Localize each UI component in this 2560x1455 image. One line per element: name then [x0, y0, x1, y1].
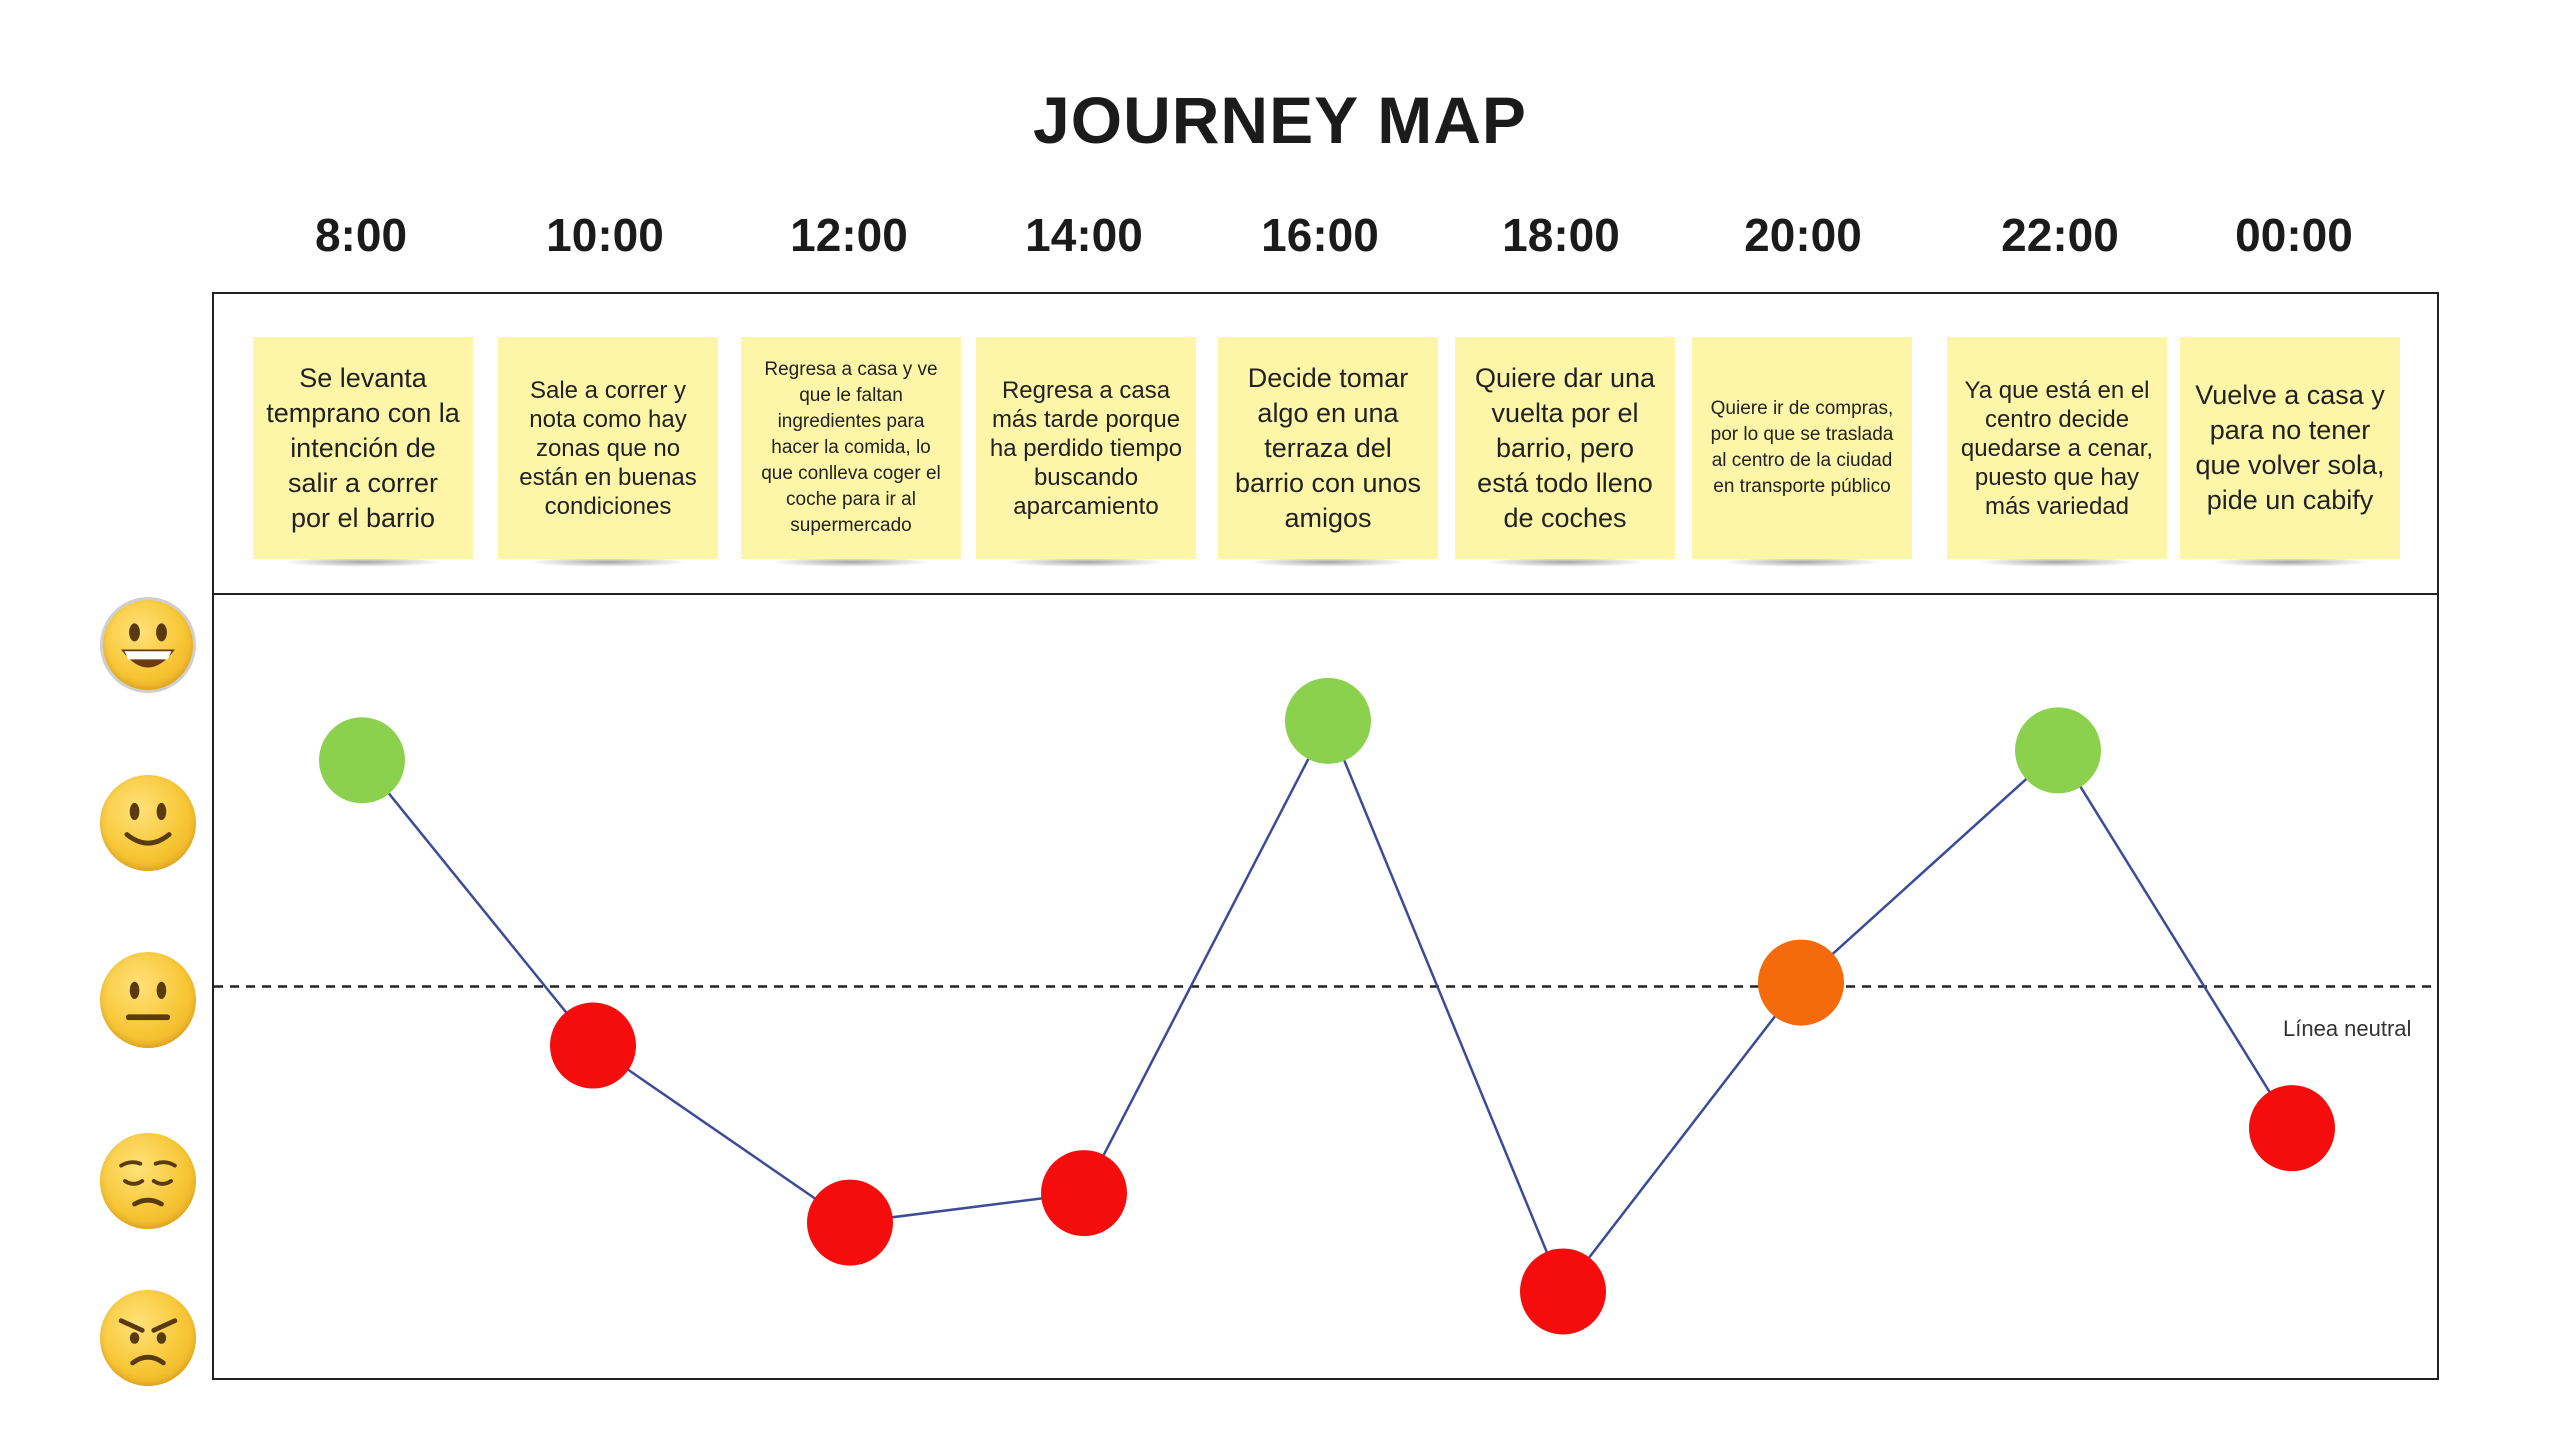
time-label-0000: 00:00	[2235, 209, 2353, 261]
angry-face-icon	[100, 1290, 196, 1386]
time-label-2000: 20:00	[1744, 209, 1862, 261]
very-happy-face-icon	[100, 597, 196, 693]
neutral-line-label: Línea neutral	[2283, 1016, 2412, 1041]
sticky-note-1000: Sale a correr y nota como hay zonas que …	[498, 337, 718, 567]
mood-line	[361, 720, 2294, 1293]
time-label-1000: 10:00	[546, 209, 664, 261]
mood-point-1800	[1520, 1248, 1606, 1335]
time-label-1200: 12:00	[790, 209, 908, 261]
mood-point-1600	[1285, 677, 1371, 764]
mood-point-1000	[550, 1002, 636, 1089]
mood-point-1400	[1041, 1150, 1127, 1237]
mood-line-segment	[1082, 720, 1330, 1194]
time-label-0800: 8:00	[314, 209, 408, 261]
mood-points	[319, 677, 2335, 1335]
pensive-face-icon	[100, 1133, 196, 1229]
time-label-1800: 18:00	[1502, 209, 1620, 261]
mood-point-2200	[2015, 707, 2101, 794]
time-label-2200: 22:00	[2001, 209, 2119, 261]
mood-line-segment	[361, 759, 594, 1047]
sticky-note-0000: Vuelve a casa y para no tener que volver…	[2180, 337, 2400, 567]
mood-point-1200	[807, 1179, 893, 1266]
page-title: JOURNEY MAP	[1033, 83, 1527, 157]
mood-line-segment	[1562, 981, 1802, 1293]
sticky-note-0800: Se levanta temprano con la intención de …	[253, 337, 473, 567]
time-label-1600: 16:00	[1261, 209, 1379, 261]
neutral-face-icon	[100, 952, 196, 1048]
mood-point-2000	[1758, 939, 1844, 1026]
sticky-note-1200: Regresa a casa y ve que le faltan ingred…	[741, 337, 961, 567]
notes-divider	[212, 593, 2439, 595]
sticky-note-2000: Quiere ir de compras, por lo que se tras…	[1692, 337, 1912, 567]
sticky-note-1600: Decide tomar algo en una terraza del bar…	[1218, 337, 1438, 567]
mood-line-segment	[592, 1044, 851, 1224]
mood-point-0000	[2249, 1085, 2335, 1172]
mood-line-segment	[2056, 749, 2294, 1129]
journey-frame	[212, 292, 2439, 1380]
sticky-note-1400: Regresa a casa más tarde porque ha perdi…	[976, 337, 1196, 567]
mood-line-segment	[1800, 749, 2059, 984]
mood-line-segment	[1326, 720, 1565, 1292]
time-label-1400: 14:00	[1025, 209, 1143, 261]
happy-face-icon	[100, 775, 196, 871]
mood-point-800	[319, 717, 405, 804]
